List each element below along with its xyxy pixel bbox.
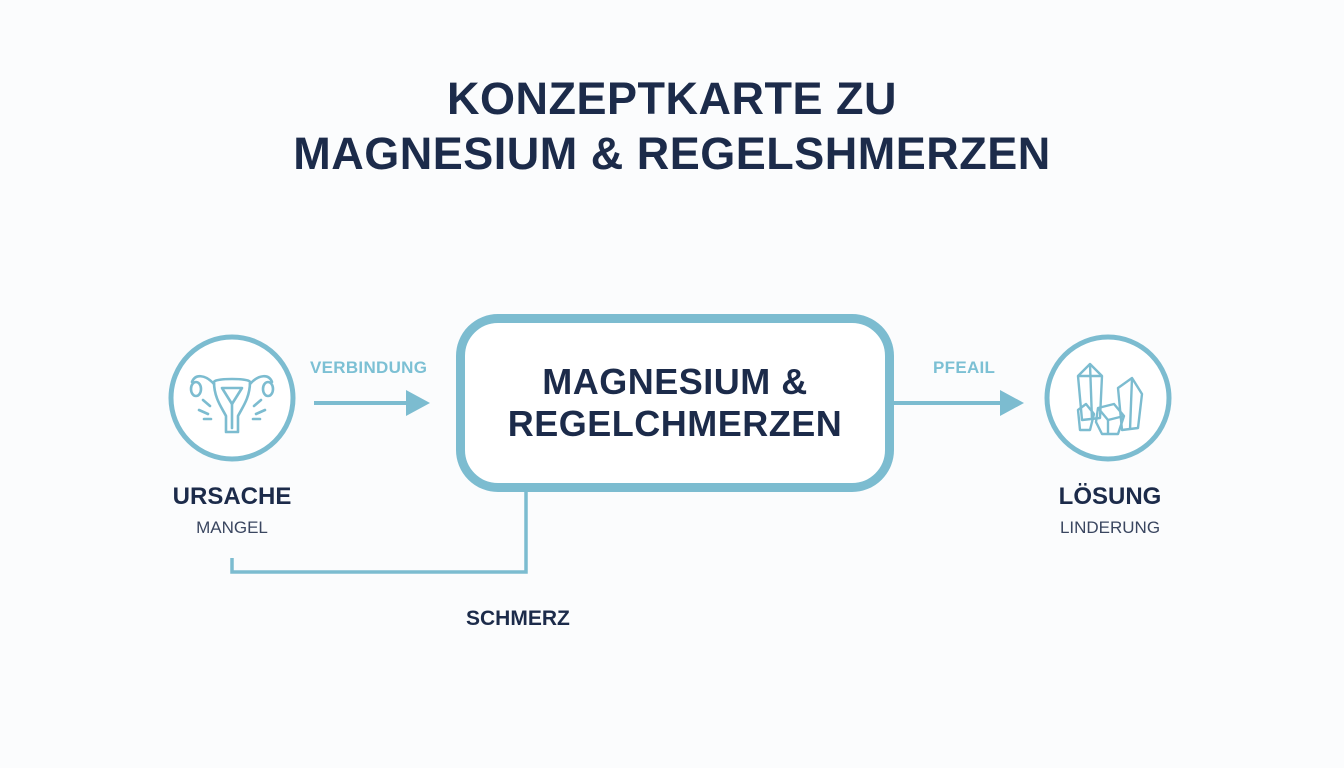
crystal-icon xyxy=(1076,362,1144,436)
left-node-label: URSACHE xyxy=(172,483,292,510)
center-node-line-1: MAGNΕSIUM & xyxy=(542,360,808,402)
center-node-line-2: REGELCHMERZEN xyxy=(507,403,843,444)
title-line-1: KONZEPTKARTE ZU xyxy=(447,73,897,124)
center-node-box: MAGNΕSIUM & REGELCHMERZEN xyxy=(456,314,894,492)
right-node-circle xyxy=(1044,334,1172,462)
bottom-connector xyxy=(230,492,528,574)
right-node-sublabel: LINDERUNG xyxy=(1059,518,1161,537)
left-arrowhead xyxy=(406,390,430,416)
left-node-circle xyxy=(168,334,296,462)
uterus-icon xyxy=(189,374,275,434)
edge-label-right: PFEAIL xyxy=(933,358,996,377)
bottom-edge-label: SCHMERZ xyxy=(466,607,570,630)
right-node-label: LÖSUNG xyxy=(1058,483,1162,510)
title-line-2: MAGNESIUM & REGELSHMERZEN xyxy=(293,128,1051,179)
left-node-sublabel: MANGEL xyxy=(196,518,268,537)
right-arrowhead xyxy=(1000,390,1024,416)
edge-label-left: VERBINDUNG xyxy=(310,358,428,377)
